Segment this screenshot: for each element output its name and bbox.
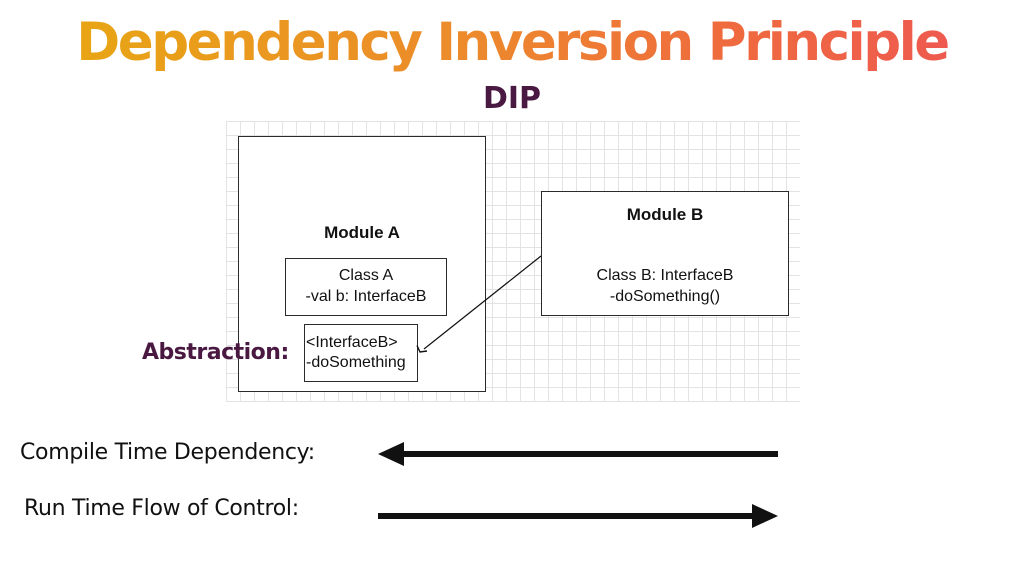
interface-b-text: <InterfaceB> -doSomething [306,333,406,373]
class-b-text: Class B: InterfaceB -doSomething() [541,265,789,307]
module-a-title: Module A [324,223,400,242]
class-a-text: Class A -val b: InterfaceB [285,265,447,307]
class-a-name: Class A [338,267,394,284]
compile-time-arrow [378,442,778,466]
run-time-label: Run Time Flow of Control: [24,496,299,521]
interface-b-method: -doSomething [306,354,406,371]
page-title-text: Dependency Inversion Principle [76,12,950,73]
interface-b-name: <InterfaceB> [306,334,398,351]
page-subtitle: DIP [482,81,542,116]
page-title: Dependency Inversion Principle [0,8,1024,78]
module-b-box [541,191,789,316]
run-time-arrow [378,504,778,528]
module-b-title: Module B [626,205,704,224]
class-b-method: -doSomething() [609,288,721,305]
abstraction-label: Abstraction: [142,340,289,365]
compile-time-label: Compile Time Dependency: [20,440,315,465]
interface-b-box [304,324,418,382]
class-a-field: -val b: InterfaceB [305,288,427,305]
class-b-name: Class B: InterfaceB [596,267,734,284]
